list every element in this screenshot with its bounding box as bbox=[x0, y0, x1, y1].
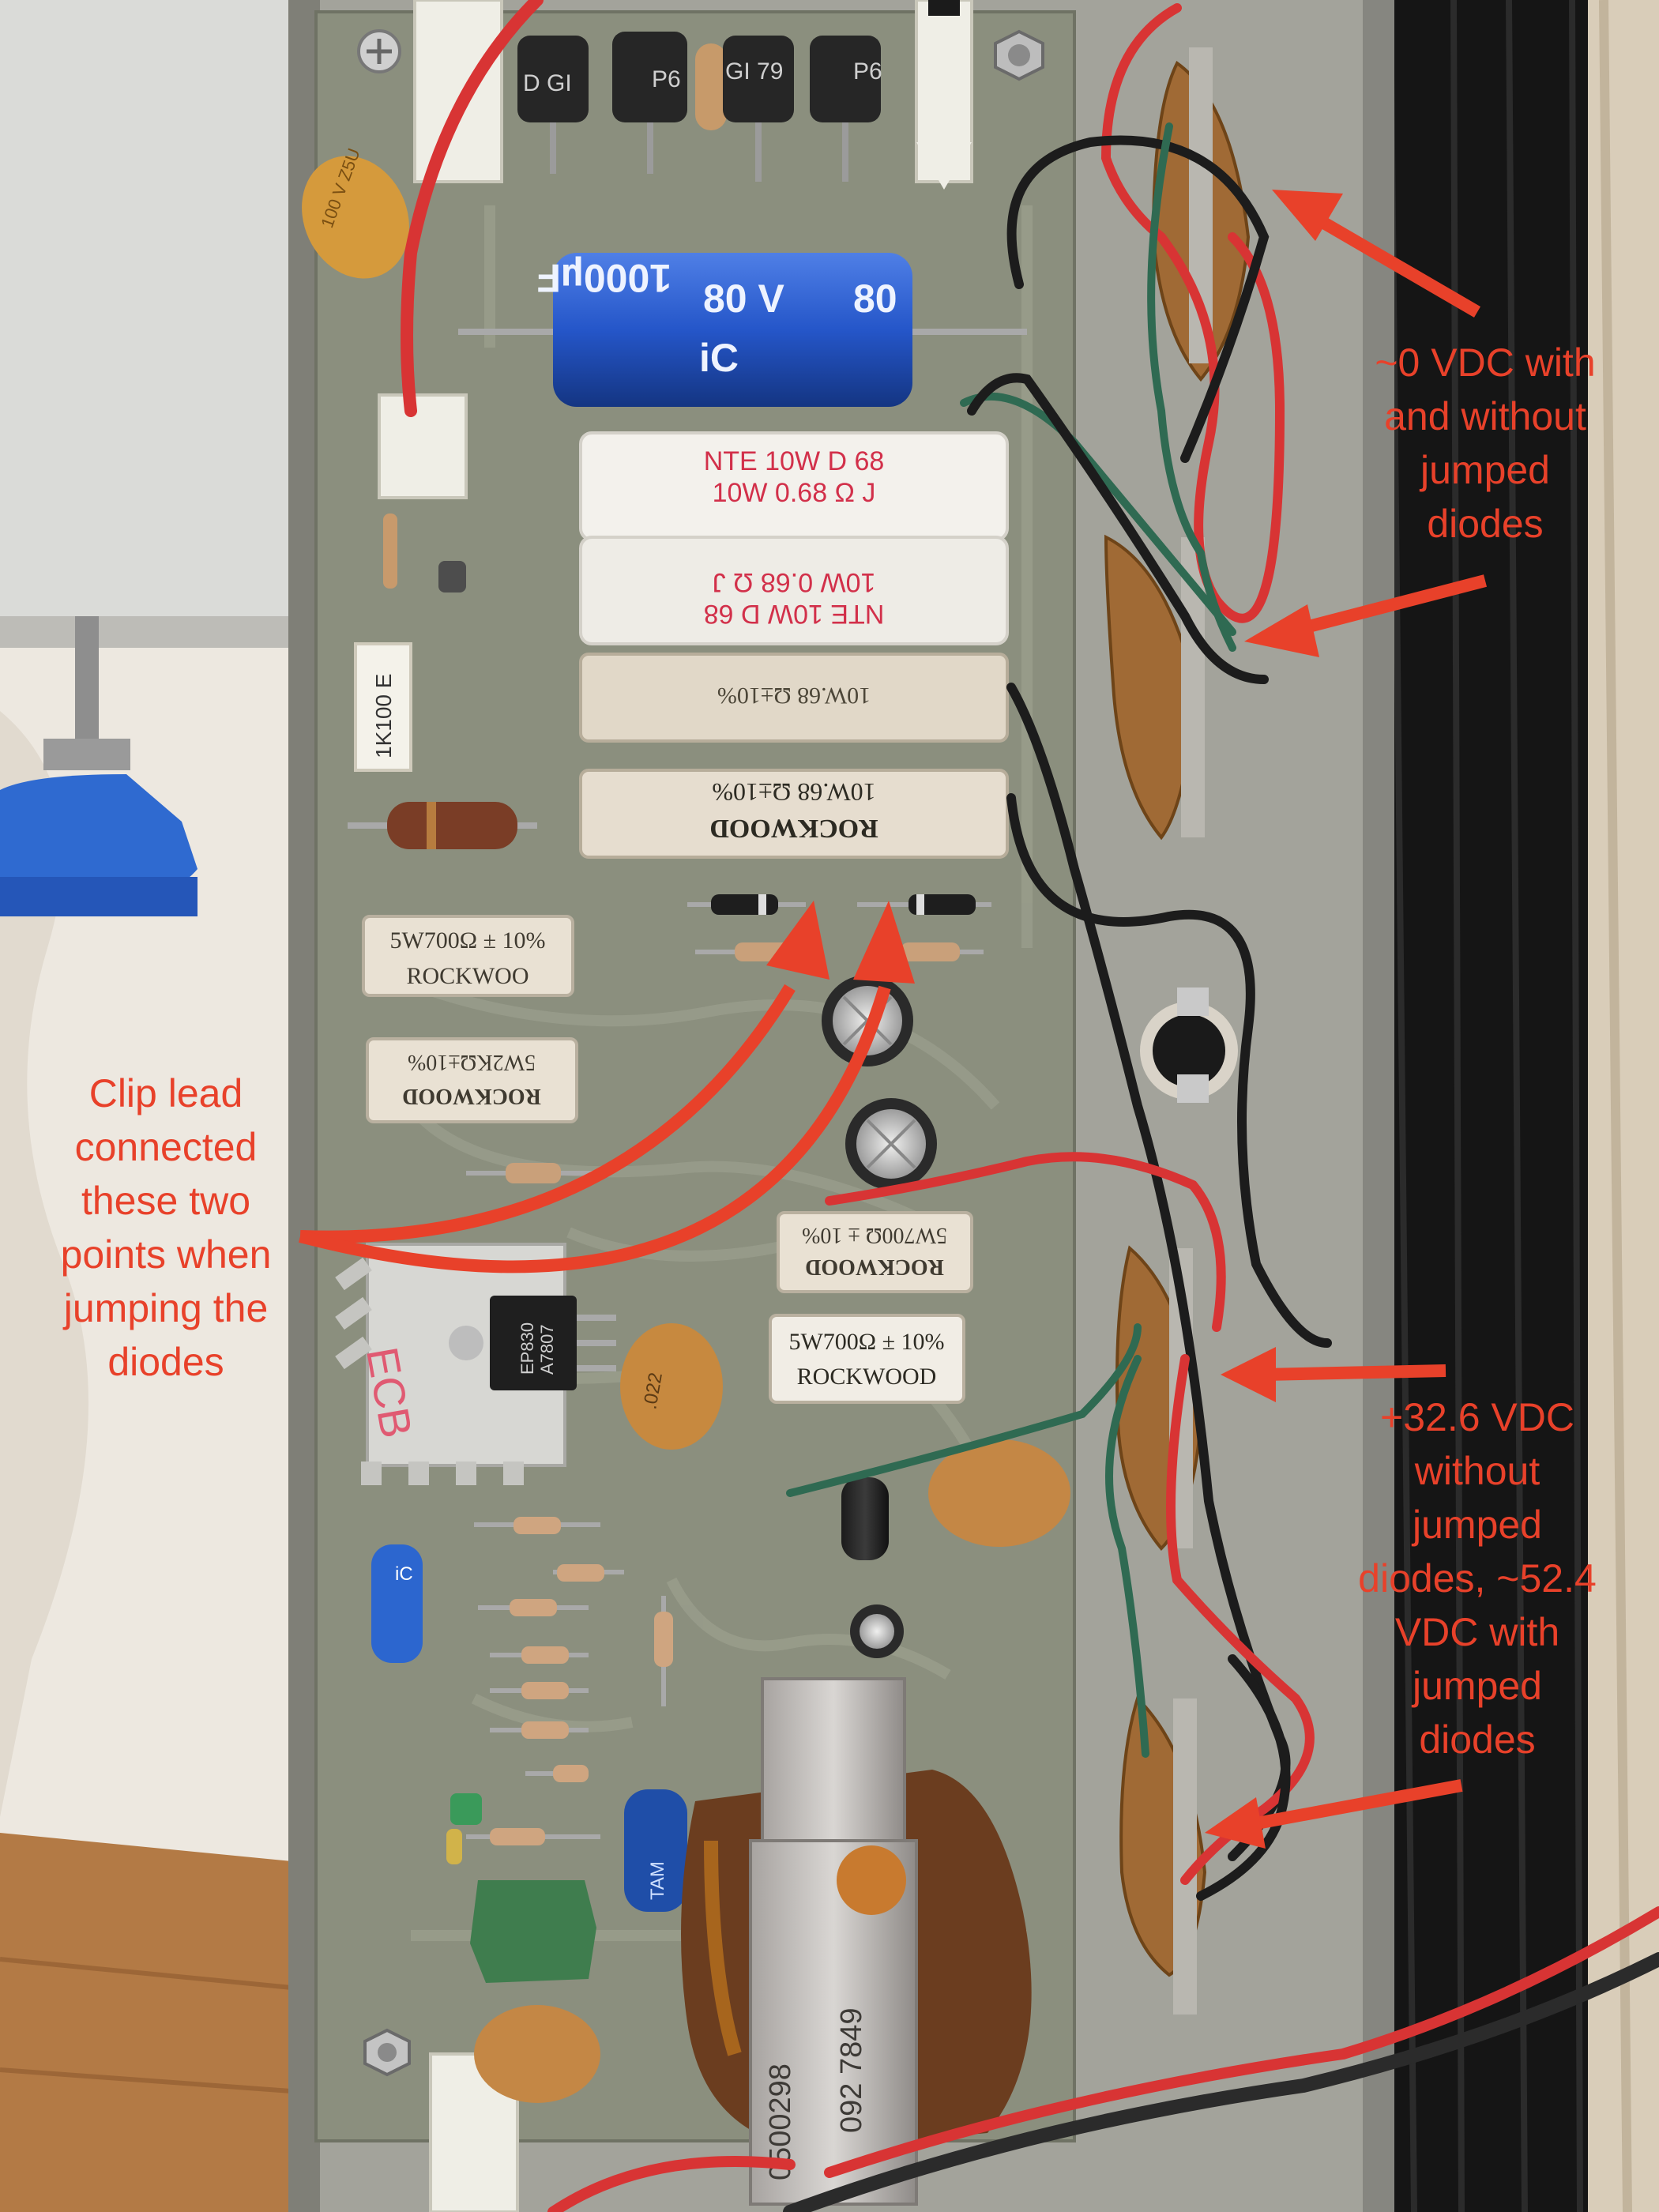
resistor-marking: ROCKWOOD bbox=[797, 1364, 937, 1390]
resistor-marking: 5W700Ω ± 10% bbox=[389, 927, 545, 954]
cap-marking: iC bbox=[699, 336, 739, 380]
resistor-marking: 10W 0.68 Ω J bbox=[713, 478, 876, 508]
cap-marking: TAM bbox=[647, 1861, 668, 1900]
ceramic-capacitor: .022 bbox=[474, 1323, 1070, 2103]
arrow-bottom-right-2 bbox=[1247, 1779, 1463, 1831]
cap-marking: 80 bbox=[853, 276, 897, 321]
arrow-clip-lead-1 bbox=[299, 984, 796, 1243]
annotation-line: connected bbox=[74, 1125, 258, 1169]
filter-capacitor-1000uf: 1000µF 80 V iC 80 bbox=[458, 253, 1027, 407]
power-resistor-nte: NTE 10W D 68 10W 0.68 Ω J NTE 10W D 68 1… bbox=[579, 431, 1009, 645]
annotation-line: these two bbox=[81, 1179, 250, 1223]
cap-marking: 80 V bbox=[703, 276, 785, 321]
leveling-foot-icon bbox=[0, 616, 198, 916]
annotation-line: Clip lead bbox=[88, 1071, 243, 1115]
annotation-arrows bbox=[299, 190, 1488, 1849]
arrow-top-right-2 bbox=[1285, 574, 1488, 638]
resistor-marking: 5W2KΩ±10% bbox=[408, 1050, 536, 1074]
diode-marking: P6 bbox=[853, 58, 882, 85]
small-resistor: 1K100 E bbox=[348, 514, 537, 849]
resistor-marking: 1K100 E bbox=[371, 674, 396, 758]
resistor-marking: ROCKWOO bbox=[407, 963, 529, 989]
resistor-marking: 10W 0.68 Ω J bbox=[713, 567, 876, 597]
resistor-marking: NTE 10W D 68 bbox=[704, 446, 885, 476]
annotation-line: diodes bbox=[1427, 502, 1544, 546]
resistor-marking: NTE 10W D 68 bbox=[704, 599, 885, 629]
arrow-top-right bbox=[1304, 208, 1481, 318]
annotation-line: jumping the bbox=[63, 1286, 269, 1330]
resistor-marking: 5W700Ω ± 10% bbox=[788, 1329, 944, 1355]
diode-marking: D GI bbox=[523, 70, 572, 96]
screw-icon bbox=[357, 29, 1044, 2077]
resistor-marking: 10W.68 Ω±10% bbox=[717, 683, 871, 709]
power-resistor-5w: 5W700Ω ± 10% ROCKWOO ROCKWOOD 5W2KΩ±10% bbox=[362, 915, 592, 1183]
diode-marking: GI 79 bbox=[725, 58, 783, 85]
diode-marking: P6 bbox=[652, 66, 681, 92]
jumped-diodes bbox=[687, 894, 991, 961]
annotation-line: ~0 VDC with bbox=[1375, 340, 1596, 385]
annotation-bottom-right: +32.6 VDC without jumped diodes, ~52.4 V… bbox=[1311, 1390, 1643, 1766]
cap-marking: iC bbox=[395, 1563, 413, 1585]
annotation-clip-lead: Clip lead connected these two points whe… bbox=[24, 1066, 308, 1389]
annotation-line: VDC with bbox=[1394, 1610, 1560, 1654]
resistor-marking: 5W700Ω ± 10% bbox=[802, 1223, 947, 1247]
tantalum-capacitor: iC TAM bbox=[371, 1544, 687, 1912]
terminal-strip bbox=[1104, 47, 1251, 2014]
annotation-line: diodes, ~52.4 bbox=[1358, 1556, 1597, 1601]
resistor-ladder bbox=[466, 1517, 673, 1845]
resistor-marking: ROCKWOOD bbox=[402, 1084, 541, 1108]
cap-marking: 1000µF bbox=[536, 256, 672, 300]
rectifier-diode-row: D GI P6 GI 79 P6 bbox=[517, 32, 882, 182]
annotation-line: without bbox=[1414, 1449, 1540, 1493]
resistor-marking: 10W.68 Ω±10% bbox=[712, 778, 875, 807]
annotation-line: jumped bbox=[1413, 1664, 1542, 1708]
voltage-regulator-heatsink: ECB EP830 A7807 bbox=[335, 1243, 616, 1485]
transformer: 0500298 092 7849 bbox=[681, 1677, 1032, 2206]
electrolytic-capacitor bbox=[822, 975, 937, 1658]
power-resistor-5w: ROCKWOOD 5W700Ω ± 10% 5W700Ω ± 10% ROCKW… bbox=[769, 1211, 973, 1404]
disc-capacitor: 100 V Z5U bbox=[302, 145, 409, 279]
regulator-marking: EP830 bbox=[517, 1322, 537, 1375]
thermal-switch bbox=[1140, 988, 1238, 1103]
film-capacitor bbox=[470, 1880, 596, 1983]
regulator-marking: A7807 bbox=[537, 1324, 557, 1375]
wiring bbox=[401, 0, 1659, 2212]
annotation-line: jumped bbox=[1413, 1503, 1542, 1547]
terminal-connector bbox=[378, 0, 973, 2212]
arrow-bottom-right bbox=[1263, 1364, 1446, 1381]
resistor-marking: ROCKWOOD bbox=[709, 814, 878, 843]
transformer-marking: 092 7849 bbox=[835, 2008, 868, 2134]
arrow-clip-lead-2 bbox=[299, 985, 891, 1273]
resistor-marking: ROCKWOOD bbox=[805, 1255, 944, 1279]
annotation-line: and without bbox=[1384, 394, 1586, 438]
annotation-line: +32.6 VDC bbox=[1380, 1395, 1574, 1439]
power-resistor-rockwood: 10W.68 Ω±10% ROCKWOOD 10W.68 Ω±10% bbox=[579, 653, 1009, 859]
annotation-line: diodes bbox=[1419, 1717, 1536, 1762]
annotation-top-right: ~0 VDC with and without jumped diodes bbox=[1327, 336, 1643, 551]
annotation-line: points when bbox=[60, 1232, 272, 1277]
annotation-line: diodes bbox=[107, 1340, 224, 1384]
annotation-line: jumped bbox=[1420, 448, 1550, 492]
